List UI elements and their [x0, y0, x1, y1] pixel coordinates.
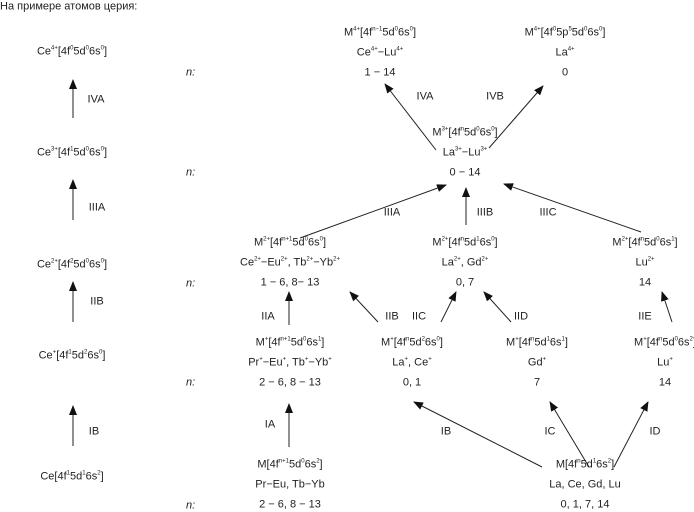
state-m1-d-config: M+[4fn5d06s2]	[634, 336, 694, 349]
ce1-config: Ce+[4f15d26s0]	[38, 349, 106, 362]
transition-label-iiic: IIIC	[539, 206, 557, 219]
transition-label-iia: IIA	[261, 310, 275, 323]
transition-label-iic: IIC	[411, 310, 427, 323]
transition-label-id: ID	[649, 425, 661, 438]
state-m3-n-values: 0 − 14	[449, 166, 481, 179]
ce-arrow-label-ib: IB	[88, 425, 100, 438]
n-label: n:	[186, 66, 196, 79]
transition-label-iva: IVA	[416, 90, 434, 103]
ce4-config: Ce4+[4f05d06s0]	[36, 45, 108, 58]
page-title: На примере атомов церия:	[0, 0, 138, 13]
state-m1-a-config: M+[4fn+15d06s1]	[255, 336, 325, 349]
state-m2-a-config: M2+[4fn+15d06s0]	[253, 236, 327, 249]
arrow-iid	[483, 291, 512, 323]
state-m2-c-n-values: 14	[638, 276, 652, 289]
ce-arrow-label-iiia: IIIA	[88, 201, 106, 214]
state-m2-c-elements: Lu2+	[635, 256, 655, 269]
state-m3-elements: La3+−Lu3+	[442, 146, 488, 159]
state-m4-a-n-values: 1 − 14	[364, 66, 396, 79]
state-m1-d-elements: Lu+	[657, 356, 673, 369]
state-m1-b-n-values: 0, 1	[402, 376, 422, 389]
state-m0-a-elements: Pr−Eu, Tb−Yb	[255, 478, 325, 491]
state-m0-b-elements: La, Ce, Gd, Lu	[549, 478, 621, 491]
state-m2-b-n-values: 0, 7	[455, 276, 475, 289]
n-label: n:	[186, 166, 196, 179]
state-m1-c-elements: Gd+	[527, 356, 547, 369]
arrow-ib	[413, 401, 543, 468]
state-m2-c-config: M2+[4fn5d06s1]	[612, 236, 678, 249]
state-m3-config: M3+[4fn5d06s0]	[432, 126, 498, 139]
state-m1-c-n-values: 7	[533, 376, 541, 389]
ce-arrow-label-iva: IVA	[87, 93, 105, 106]
ce3-config: Ce3+[4f15d06s0]	[36, 146, 108, 159]
transition-label-iib: IIB	[385, 310, 399, 323]
arrow-iic	[440, 291, 457, 323]
state-m2-b-config: M2+[4fn5d16s0]	[432, 236, 498, 249]
transition-label-iiia: IIIA	[383, 206, 401, 219]
transition-label-iie: IIE	[638, 310, 652, 323]
arrow-ivb	[488, 85, 544, 149]
arrow-iiic	[503, 183, 642, 233]
state-m0-a-config: M[4fn+15d06s2]	[257, 458, 323, 471]
arrow-iva	[384, 83, 437, 151]
n-label: n:	[186, 376, 196, 389]
transition-label-ivb: IVB	[486, 90, 504, 103]
state-m1-d-n-values: 14	[658, 376, 672, 389]
state-m0-b-n-values: 0, 1, 7, 14	[560, 498, 610, 511]
state-m2-b-elements: La2+, Gd2+	[441, 256, 489, 269]
state-m4-b-n-values: 0	[561, 66, 569, 79]
ce2-config: Ce2+[4f25d06s0]	[36, 258, 108, 271]
arrow-id	[613, 401, 649, 468]
state-m1-a-n-values: 2 − 6, 8 − 13	[259, 376, 321, 389]
state-m4-a-elements: Ce4+−Lu4+	[356, 46, 404, 59]
arrow-iiia	[299, 184, 447, 239]
transition-label-iiib: IIIB	[476, 206, 494, 219]
state-m0-a-n-values: 2 − 6, 8 − 13	[259, 498, 321, 511]
transition-label-ib: IB	[440, 425, 452, 438]
transition-label-ia: IA	[264, 418, 276, 431]
state-m4-b-config: M4+[4f05p55d06s0]	[524, 26, 606, 39]
state-m4-a-config: M4+[4fn−15d06s0]	[343, 26, 417, 39]
ce-arrow-label-iib: IIB	[90, 295, 104, 308]
state-m1-b-elements: La+, Ce+	[392, 356, 432, 369]
state-m1-b-config: M+[4fn5d26s0]	[381, 336, 443, 349]
n-label: n:	[186, 499, 196, 512]
state-m2-a-n-values: 1 − 6, 8− 13	[260, 276, 320, 289]
state-m2-a-elements: Ce2+−Eu2+, Tb2+−Yb2+	[240, 256, 340, 269]
n-label: n:	[186, 277, 196, 290]
ce0-config: Ce[4f15d16s2]	[40, 470, 104, 483]
transition-label-iid: IID	[513, 310, 529, 323]
state-m1-a-elements: Pr+−Eu+, Tb+−Yb+	[248, 356, 332, 369]
transition-label-ic: IC	[544, 425, 556, 438]
state-m0-b-config: M[4fn5d16s2]	[555, 458, 615, 471]
arrow-iie	[661, 291, 673, 323]
state-m1-c-config: M+[4fn5d16s1]	[506, 336, 568, 349]
arrow-iib	[349, 291, 379, 323]
state-m4-b-elements: La4+	[555, 46, 575, 59]
arrow-ic	[549, 401, 590, 468]
